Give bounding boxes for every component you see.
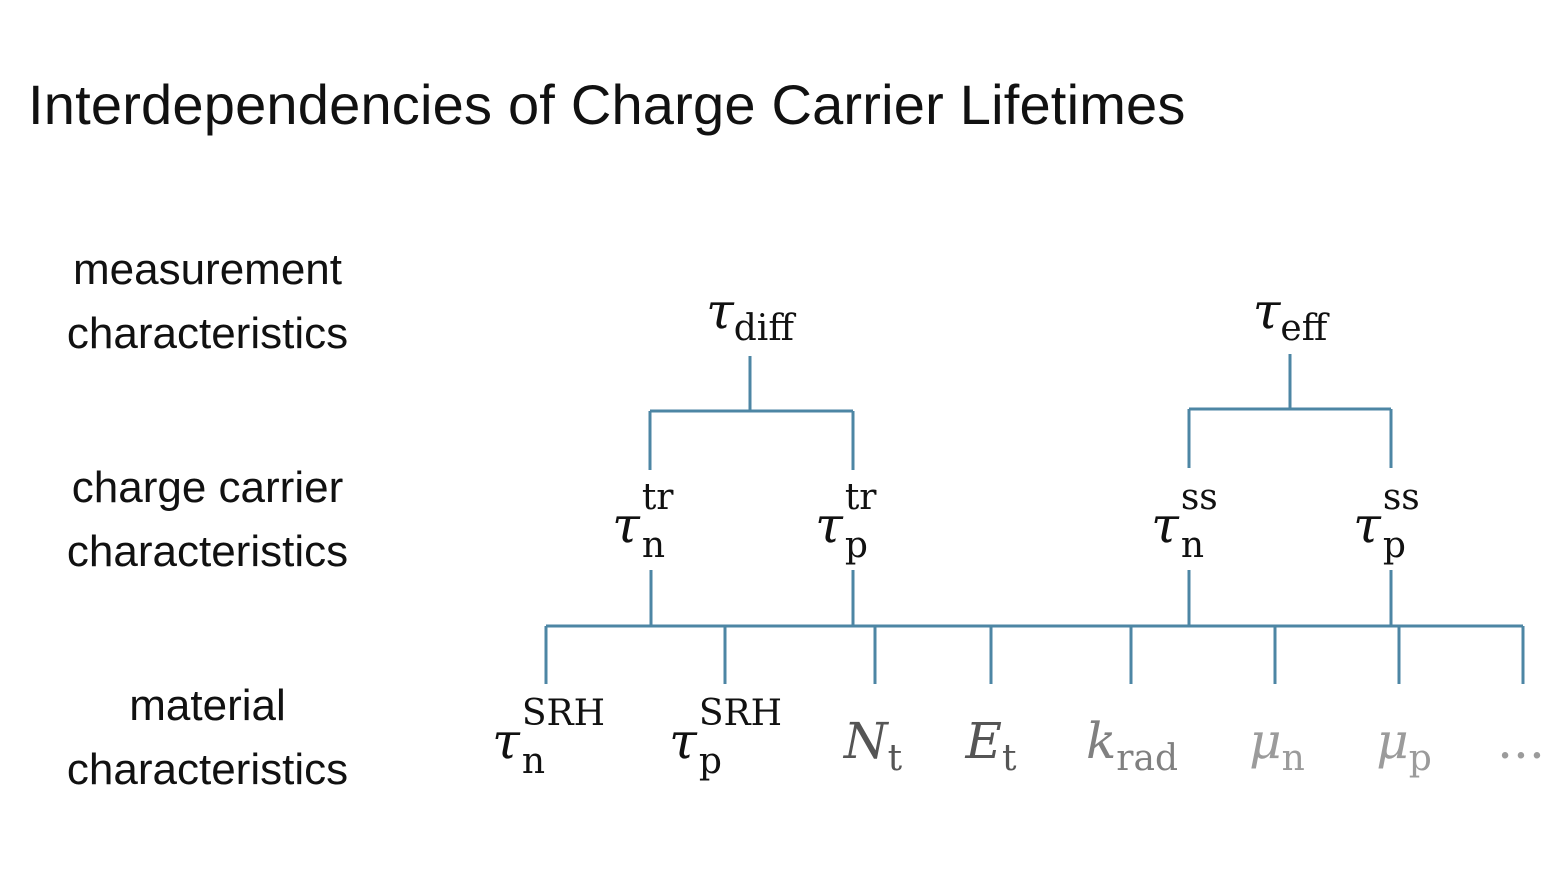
symbol-base: μ [1376, 712, 1409, 770]
symbol-superscript: ss [1180, 477, 1218, 518]
symbol-base: τ [1151, 496, 1179, 554]
row-label-measurement: measurement characteristics [30, 238, 385, 366]
symbol-superscript: tr [844, 477, 877, 518]
symbol-base: E [965, 712, 1003, 770]
symbol-subscript: eff [1280, 308, 1328, 349]
symbol-subscript: n [521, 741, 546, 782]
symbol-base: τ [669, 712, 697, 770]
row-label-line: characteristics [66, 527, 349, 576]
page-title: Interdependencies of Charge Carrier Life… [28, 73, 1186, 136]
symbol-mu-p: μp [1376, 716, 1432, 777]
symbol-base: τ [815, 496, 843, 554]
symbol-subscript: t [887, 738, 903, 779]
symbol-subscript: p [1408, 738, 1432, 779]
symbol-base: μ [1249, 712, 1282, 770]
symbol-superscript: tr [641, 477, 674, 518]
symbol-base: N [843, 712, 888, 770]
symbol-subscript: p [698, 741, 722, 782]
symbol-k-rad: krad [1086, 716, 1178, 777]
symbol-superscript: ss [1382, 477, 1420, 518]
symbol-subscript: p [844, 525, 868, 566]
symbol-ellipsis: ... [1497, 716, 1545, 766]
symbol-base: τ [1252, 282, 1281, 340]
symbol-base: τ [492, 712, 520, 770]
symbol-subscript: n [641, 525, 666, 566]
symbol-base: τ [1353, 496, 1381, 554]
row-label-line: characteristics [66, 745, 349, 794]
symbol-base: τ [706, 282, 734, 340]
symbol-E-t: Et [966, 716, 1017, 777]
symbol-tau-eff: τeff [1253, 286, 1328, 347]
symbol-subscript: n [1281, 738, 1305, 779]
symbol-base: k [1085, 712, 1117, 770]
row-label-line: charge carrier [71, 463, 344, 512]
row-label-line: measurement [72, 245, 342, 294]
symbol-N-t: Nt [844, 716, 902, 777]
symbol-superscript: SRH [698, 693, 783, 734]
row-label-carrier: charge carrier characteristics [30, 456, 385, 584]
symbol-subscript: rad [1116, 738, 1179, 779]
row-label-line: material [129, 681, 286, 730]
symbol-base: ... [1497, 712, 1545, 770]
symbol-subscript: t [1002, 738, 1017, 779]
row-label-material: material characteristics [30, 674, 385, 802]
row-label-line: characteristics [66, 309, 349, 358]
symbol-subscript: diff [733, 308, 794, 349]
symbol-superscript: SRH [521, 693, 606, 734]
symbol-base: τ [612, 496, 640, 554]
symbol-mu-n: μn [1249, 716, 1305, 777]
symbol-subscript: n [1180, 525, 1205, 566]
symbol-tau-diff: τdiff [706, 286, 794, 347]
symbol-subscript: p [1382, 525, 1406, 566]
